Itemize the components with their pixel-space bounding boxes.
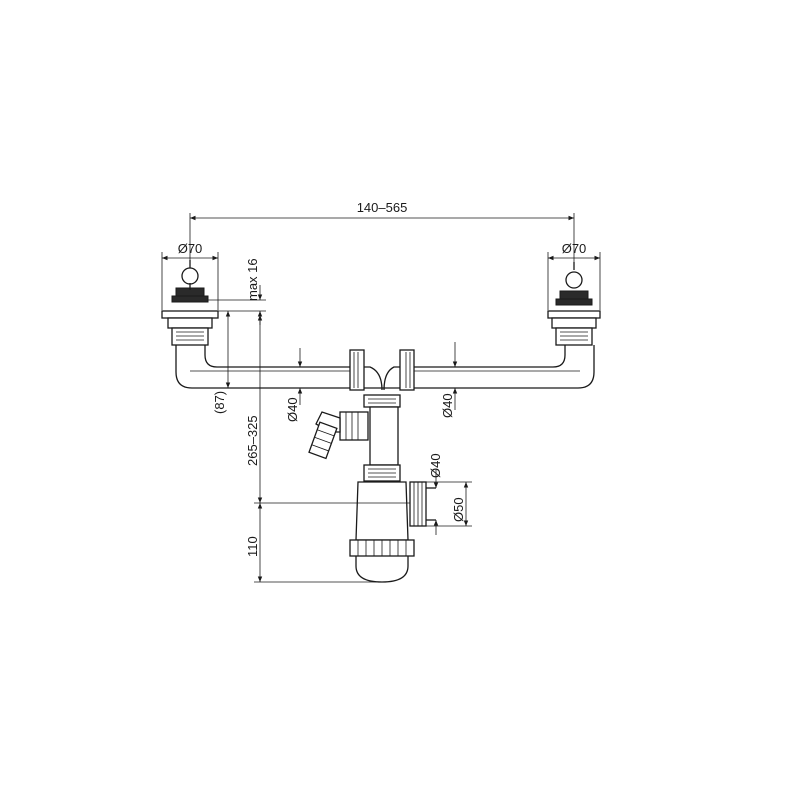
max-height-label: max 16 xyxy=(245,258,260,301)
pipe-left-diameter-label: Ø40 xyxy=(285,397,300,422)
trap-height-label: 110 xyxy=(245,536,260,557)
dimension-trap-height xyxy=(254,503,382,583)
right-drain-diameter-label: Ø70 xyxy=(562,241,587,256)
pipe-right-diameter-label: Ø40 xyxy=(440,393,455,418)
outlet-outer-diameter-label: Ø50 xyxy=(451,497,466,522)
outlet-inner-diameter-label: Ø40 xyxy=(428,453,443,478)
t-junction xyxy=(349,349,415,466)
horizontal-drain-pipe xyxy=(175,345,595,389)
dimension-height-range xyxy=(254,315,410,504)
side-hose-connector xyxy=(308,411,369,460)
left-drain-strainer xyxy=(161,260,219,346)
height-range-label: 265–325 xyxy=(245,415,260,466)
right-drain-strainer xyxy=(547,262,601,346)
width-range-label: 140–565 xyxy=(357,200,408,215)
dimension-right-drain xyxy=(547,252,601,310)
bottle-trap xyxy=(349,464,436,583)
dimension-outlet-outer xyxy=(426,481,472,527)
dimension-width xyxy=(189,213,575,264)
left-drain-diameter-label: Ø70 xyxy=(178,241,203,256)
offset-87-label: (87) xyxy=(212,391,227,414)
